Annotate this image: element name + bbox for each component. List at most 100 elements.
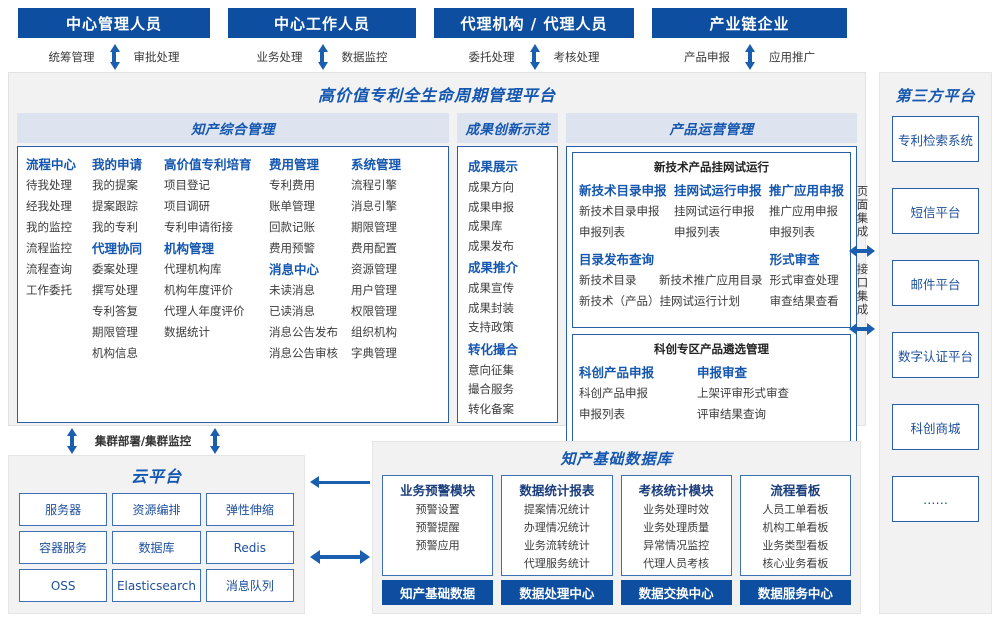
cloud-cell-resource-orchestration[interactable]: 资源编排: [112, 493, 201, 526]
database-footer-data-service-center[interactable]: 数据服务中心: [739, 580, 851, 605]
database-footer-data-processing-center[interactable]: 数据处理中心: [501, 580, 613, 605]
menu-item[interactable]: 成果宣传: [468, 281, 514, 295]
menu-header[interactable]: 新技术目录申报: [579, 183, 667, 198]
menu-item[interactable]: 意向征集: [468, 362, 514, 377]
menu-item[interactable]: 申报列表: [673, 225, 720, 239]
menu-header[interactable]: 费用管理: [269, 157, 320, 172]
menu-item[interactable]: 用户管理: [351, 283, 397, 297]
third-party-item-patent-search[interactable]: 专利检索系统: [892, 116, 979, 162]
menu-item[interactable]: 流程查询: [26, 262, 72, 276]
third-party-item-email[interactable]: 邮件平台: [892, 260, 979, 306]
menu-header[interactable]: 流程中心: [26, 157, 77, 172]
menu-item[interactable]: 经我处理: [26, 199, 72, 213]
menu-header[interactable]: 我的申请: [92, 157, 143, 172]
database-card-item[interactable]: 提案情况统计: [523, 503, 590, 516]
menu-item[interactable]: 组织机构: [351, 325, 397, 339]
database-card-item[interactable]: 预警应用: [415, 539, 460, 552]
menu-item[interactable]: 专利申请衔接: [164, 220, 233, 234]
cloud-cell-database[interactable]: 数据库: [112, 531, 201, 564]
database-card-item[interactable]: 业务流转统计: [523, 539, 590, 552]
menu-item[interactable]: 机构年度评价: [164, 283, 233, 297]
database-card-item[interactable]: 代理服务统计: [523, 557, 590, 570]
menu-header[interactable]: 挂网试运行申报: [673, 183, 762, 198]
menu-item[interactable]: 新技术推广应用目录: [659, 273, 763, 287]
menu-item[interactable]: 消息公告审核: [269, 346, 338, 360]
menu-item[interactable]: 成果发布: [468, 238, 514, 253]
cloud-cell-elastic-scaling[interactable]: 弹性伸缩: [205, 493, 294, 526]
cloud-cell-server[interactable]: 服务器: [19, 493, 108, 526]
menu-item[interactable]: 待我处理: [26, 178, 72, 192]
database-footer-ip-base-data[interactable]: 知产基础数据: [382, 580, 494, 605]
menu-header[interactable]: 申报审查: [697, 365, 748, 380]
menu-item[interactable]: 专利费用: [269, 178, 315, 192]
menu-item[interactable]: 流程监控: [26, 241, 72, 255]
menu-item[interactable]: 项目调研: [164, 199, 210, 213]
menu-item[interactable]: 消息公告发布: [269, 325, 338, 339]
menu-header[interactable]: 消息中心: [269, 262, 320, 277]
cloud-cell-elasticsearch[interactable]: Elasticsearch: [112, 569, 201, 602]
cloud-cell-container-service[interactable]: 容器服务: [19, 531, 108, 564]
menu-item[interactable]: 新技术目录申报: [579, 204, 660, 218]
database-footer-data-exchange-center[interactable]: 数据交换中心: [620, 580, 732, 605]
menu-item[interactable]: 科创产品申报: [579, 386, 648, 400]
menu-item[interactable]: 我的提案: [92, 178, 138, 192]
menu-header[interactable]: 目录发布查询: [579, 252, 655, 267]
menu-item[interactable]: 费用预警: [269, 241, 315, 255]
menu-header[interactable]: 转化撮合: [468, 341, 519, 357]
third-party-item-sms[interactable]: 短信平台: [892, 188, 979, 234]
menu-item[interactable]: 上架评审形式审查: [697, 386, 789, 400]
menu-item[interactable]: 消息引擎: [351, 199, 397, 213]
menu-header[interactable]: 代理协同: [92, 241, 143, 256]
menu-item[interactable]: 评审结果查询: [697, 407, 766, 421]
menu-item[interactable]: 专利答复: [92, 304, 138, 318]
database-card-item[interactable]: 办理情况统计: [523, 521, 590, 534]
menu-item[interactable]: 费用配置: [351, 241, 397, 255]
menu-item[interactable]: 申报列表: [768, 225, 815, 239]
role-bar-center-staff[interactable]: 中心工作人员: [228, 8, 416, 38]
menu-item[interactable]: 项目登记: [164, 178, 210, 192]
database-card-item[interactable]: 核心业务看板: [762, 557, 829, 570]
menu-header[interactable]: 成果展示: [468, 159, 519, 174]
cloud-cell-oss[interactable]: OSS: [19, 569, 108, 602]
database-card-item[interactable]: 代理人员考核: [643, 557, 710, 570]
menu-item[interactable]: 代理机构库: [164, 262, 222, 276]
role-bar-enterprise[interactable]: 产业链企业: [652, 8, 847, 38]
menu-item[interactable]: 权限管理: [351, 304, 397, 318]
menu-header[interactable]: 系统管理: [351, 157, 402, 172]
menu-item[interactable]: 成果申报: [468, 199, 514, 214]
menu-item[interactable]: 委案处理: [92, 262, 138, 276]
menu-header[interactable]: 机构管理: [164, 241, 215, 256]
database-card-item[interactable]: 预警提醒: [415, 521, 460, 534]
menu-item[interactable]: 新技术（产品）挂网试运行计划: [579, 294, 740, 308]
menu-item[interactable]: 数据统计: [164, 325, 210, 339]
menu-item[interactable]: 工作委托: [26, 283, 72, 297]
database-card-item[interactable]: 预警设置: [415, 503, 460, 516]
menu-header[interactable]: 推广应用申报: [768, 183, 844, 198]
menu-item[interactable]: 期限管理: [351, 220, 397, 234]
menu-item[interactable]: 撮合服务: [468, 382, 514, 396]
menu-item[interactable]: 撰写处理: [92, 283, 138, 297]
menu-item[interactable]: 期限管理: [92, 325, 138, 339]
menu-item[interactable]: 申报列表: [579, 225, 625, 239]
menu-header[interactable]: 科创产品申报: [579, 365, 655, 380]
menu-item[interactable]: 申报列表: [579, 407, 625, 421]
menu-item[interactable]: 挂网试运行申报: [673, 204, 755, 218]
third-party-item-digital-certificate[interactable]: 数字认证平台: [892, 332, 979, 378]
menu-item[interactable]: 资源管理: [351, 262, 397, 276]
menu-item[interactable]: 成果方向: [468, 180, 514, 194]
menu-item[interactable]: 流程引擎: [351, 178, 397, 192]
menu-item[interactable]: 机构信息: [92, 346, 138, 360]
menu-header[interactable]: 形式审查: [769, 252, 820, 267]
cloud-cell-message-queue[interactable]: 消息队列: [205, 569, 294, 602]
menu-header[interactable]: 成果推介: [468, 260, 519, 275]
menu-header[interactable]: 高价值专利培育: [164, 157, 252, 172]
menu-item[interactable]: 审查结果查看: [769, 294, 839, 308]
third-party-item-scitech-mall[interactable]: 科创商城: [892, 404, 979, 450]
database-card-item[interactable]: 业务处理时效: [643, 503, 710, 516]
cloud-cell-redis[interactable]: Redis: [205, 531, 294, 564]
menu-item[interactable]: 支持政策: [468, 320, 514, 334]
menu-item[interactable]: 新技术目录: [579, 273, 637, 287]
menu-item[interactable]: 字典管理: [351, 346, 397, 360]
menu-item[interactable]: 账单管理: [269, 199, 315, 213]
database-card-item[interactable]: 异常情况监控: [643, 539, 710, 552]
